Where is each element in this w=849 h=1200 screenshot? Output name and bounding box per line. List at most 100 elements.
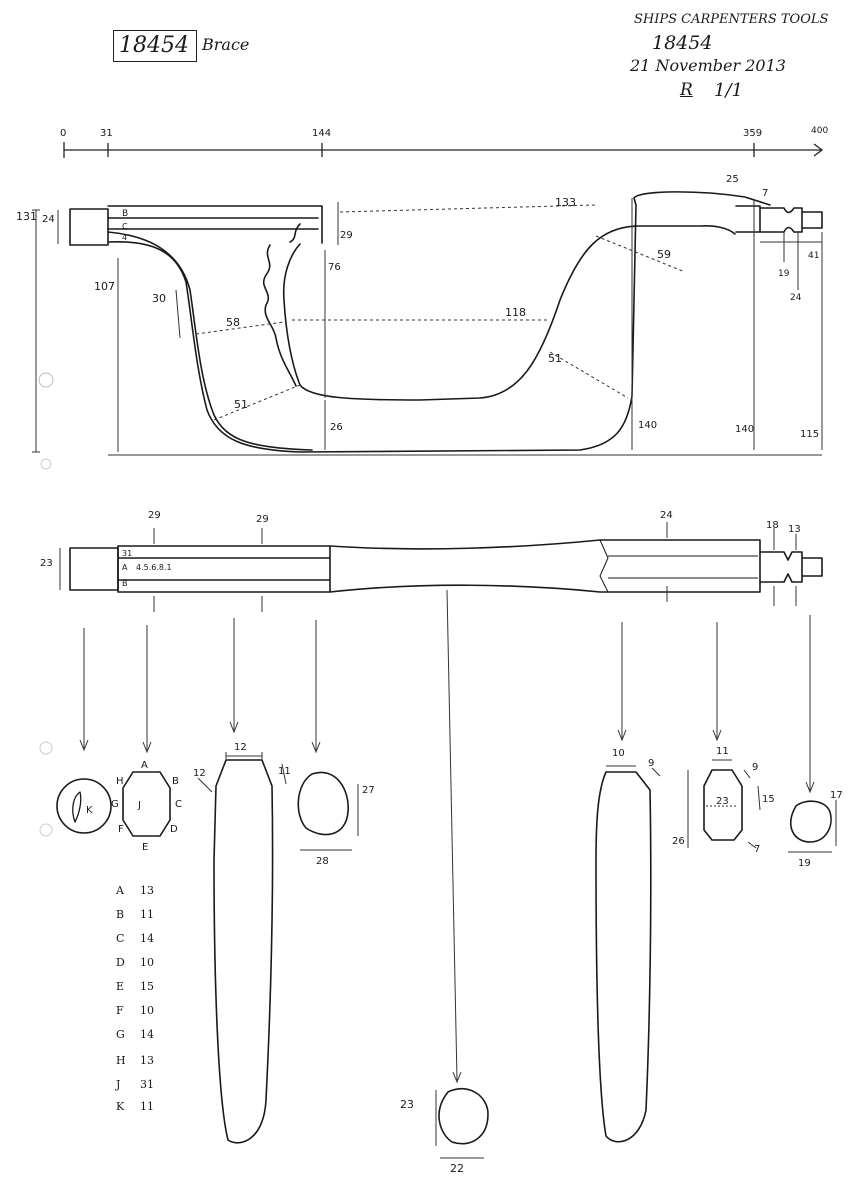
collection-title: SHIPS CARPENTERS TOOLS [634,12,829,27]
measurement-row: B 11 [116,908,196,926]
top-chuck [760,551,803,583]
bow-inner-profile [282,225,736,401]
dim-25: 25 [726,174,739,185]
top-dim-29-a: 29 [148,510,161,521]
sec-dim-11-b: 11 [716,746,729,757]
sec-dim-10: 10 [612,748,625,759]
sec-dim-23-b: 23 [716,796,729,807]
sec-dim-23: 23 [400,1098,414,1111]
section-octagon [122,771,171,837]
top-bow-body [329,539,761,593]
measurement-value: 13 [140,884,154,897]
top-label-a: A [122,563,128,572]
sec-dim-12-a: 12 [234,742,247,753]
measurement-letter: J [116,1078,121,1091]
section-head-round [56,778,112,834]
section-handle-long [213,759,274,1144]
chuck-tip [801,211,823,229]
measurement-value: 10 [140,1004,154,1017]
scale-label-359: 359 [743,128,762,139]
measurement-row: J 31 [116,1078,196,1096]
dim-59: 59 [657,248,671,261]
initials: R [680,80,693,100]
measurement-value: 14 [140,932,154,945]
measurement-letter: E [116,980,125,993]
brace-top-view: 23 29 29 24 18 13 31 A 4.5.6.8.1 B [40,510,823,612]
dim-24: 24 [790,293,802,303]
sec-dim-9-b: 9 [752,762,758,773]
catalog-number: 18454 [652,32,713,54]
dim-head-height: 24 [42,214,55,225]
measurement-letter: B [116,908,125,921]
head-top-edge [107,205,323,244]
oct-label-h: H [116,776,124,787]
section-chuck-tip [790,800,832,843]
top-dim-23: 23 [40,558,53,569]
drawing-date: 21 November 2013 [630,56,786,75]
oct-label-f: F [118,824,124,835]
measurement-value: 14 [140,1028,154,1041]
dim-51-left: 51 [234,398,248,411]
measurement-value: 11 [140,1100,154,1113]
brace-side-view: 131 24 107 29 76 133 59 118 58 30 51 51 … [16,174,823,470]
section-bow-middle [438,1087,489,1145]
scale-label-31: 31 [100,128,113,139]
measurement-value: 10 [140,956,154,969]
measurement-letter: D [116,956,125,969]
measurement-letter: A [116,884,124,897]
dim-58: 58 [226,316,240,329]
section-k-label: K [86,805,93,816]
sec-dim-9-a: 9 [648,758,654,769]
drawing-scale: 1/1 [714,80,743,101]
dim-51-right: 51 [548,352,562,365]
measurement-letter: K [116,1100,125,1113]
dim-107: 107 [94,280,115,293]
oct-label-e: E [142,842,148,853]
scale-label-400: 400 [811,126,828,136]
side-label-b: B [122,209,128,219]
top-dim-18: 18 [766,520,779,531]
top-label-numbers: 4.5.6.8.1 [136,563,172,572]
measurement-value: 15 [140,980,154,993]
object-name: Brace [202,35,250,54]
sec-dim-19: 19 [798,858,811,869]
head-end [69,208,109,246]
oct-label-c: C [175,799,182,810]
scale-bar: 0 31 144 359 400 [60,126,828,158]
dim-140-a: 140 [638,420,657,431]
measurement-letter: G [116,1028,125,1041]
sec-dim-15: 15 [762,794,775,805]
measurement-row: E 15 [116,980,196,998]
bow-outer-profile [107,191,771,453]
measurement-letter: H [116,1054,126,1067]
dim-133: 133 [555,196,576,209]
top-label-31: 31 [122,549,132,558]
dim-115: 115 [800,429,819,440]
dim-140-b: 140 [735,424,754,435]
measurement-value: 11 [140,908,154,921]
dim-41: 41 [808,251,819,261]
catalog-id-text: 18454 [119,33,189,58]
dim-26: 26 [330,422,343,433]
section-chuck-octagon [703,769,743,841]
section-bow-right-long [595,771,652,1143]
dim-overall-height: 131 [16,210,37,223]
catalog-id-box [113,30,197,62]
dim-7: 7 [762,188,768,199]
measurement-row: C 14 [116,932,196,950]
sec-dim-22: 22 [450,1162,464,1175]
measurement-row: F 10 [116,1004,196,1022]
dim-29: 29 [340,230,353,241]
scale-label-0: 0 [60,128,66,139]
sec-dim-28: 28 [316,856,329,867]
oct-label-b: B [172,776,179,787]
measurement-row: H 13 [116,1054,196,1072]
sec-dim-17: 17 [830,790,843,801]
sec-dim-12-b: 12 [193,768,206,779]
dim-19: 19 [778,269,790,279]
chuck [759,207,803,233]
measurement-letter: F [116,1004,124,1017]
oct-label-j: J [137,800,141,811]
measurement-row: G 14 [116,1028,196,1046]
